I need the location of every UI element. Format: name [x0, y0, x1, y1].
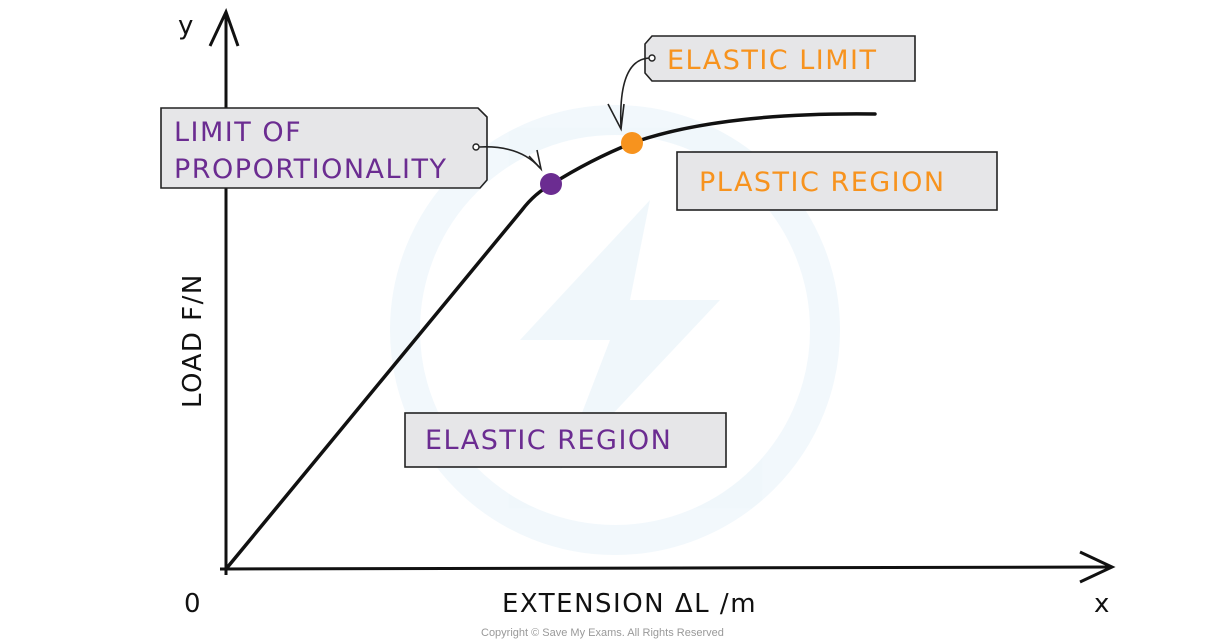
plastic-region-text: PLASTIC REGION [699, 167, 946, 198]
x-axis [219, 550, 1116, 584]
limit-of-proportionality-point [540, 173, 562, 195]
elastic-limit-text: ELASTIC LIMIT [667, 45, 877, 76]
origin-label: 0 [184, 589, 202, 619]
elastic-limit-label: ELASTIC LIMIT [607, 35, 916, 132]
elastic-region-label: ELASTIC REGION [404, 412, 727, 468]
lop-line2: PROPORTIONALITY [174, 154, 448, 185]
load-extension-curve [224, 112, 877, 571]
plastic-region-label: PLASTIC REGION [676, 151, 998, 211]
elastic-limit-point [621, 132, 643, 154]
y-axis-arrow-icon [208, 8, 240, 47]
copyright-text: Copyright © Save My Exams. All Rights Re… [481, 627, 724, 639]
elastic-region-text: ELASTIC REGION [425, 425, 672, 456]
elastic-limit-arrow-icon [619, 57, 650, 129]
x-axis-arrow-icon [1079, 550, 1116, 584]
watermark-logo [390, 105, 840, 555]
limit-of-proportionality-label: LIMIT OF PROPORTIONALITY [160, 107, 543, 189]
x-axis-symbol: x [1094, 589, 1111, 619]
y-axis-label: LOAD F/N [178, 273, 208, 408]
lop-line1: LIMIT OF [174, 117, 302, 148]
y-axis [208, 8, 240, 575]
x-axis-label: EXTENSION ΔL /m [502, 589, 757, 619]
y-axis-symbol: y [178, 11, 195, 41]
